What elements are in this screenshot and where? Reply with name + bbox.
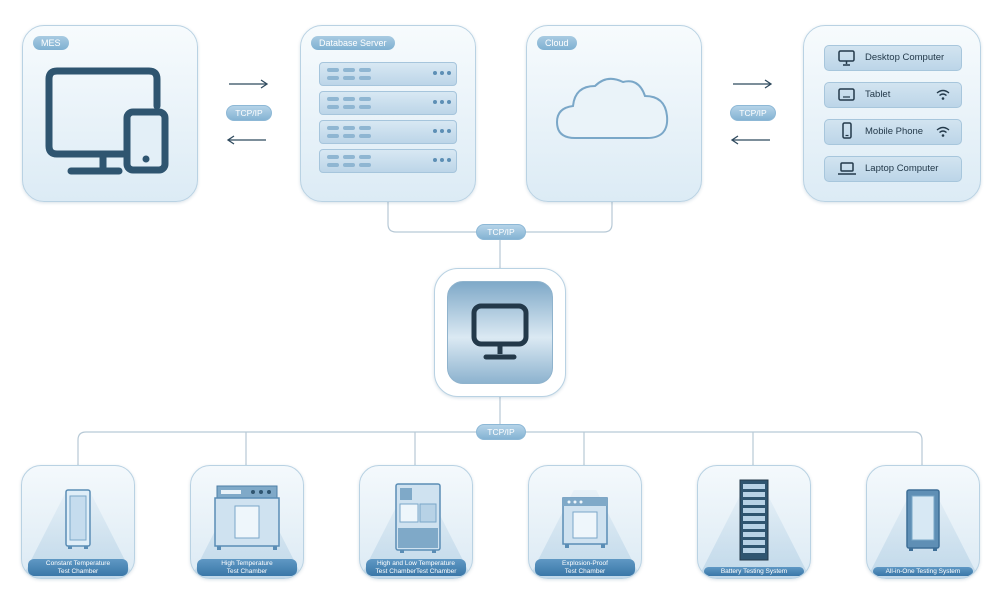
equipment-label-line1: Explosion-Proof: [562, 560, 608, 567]
equipment-label-line1: Constant Temperature: [45, 560, 111, 567]
equipment-label-line2: Test ChamberTest Chamber: [375, 567, 457, 575]
device-laptop-computer: Laptop Computer: [824, 156, 962, 182]
equipment-label-line2: Test Chamber: [226, 567, 268, 575]
central-node: [434, 268, 566, 397]
protocol-pill-right: TCP/IP: [730, 105, 776, 121]
monitor-icon: [471, 303, 529, 360]
equipment-label: Constant Temperature Test Chamber: [28, 559, 128, 576]
equipment-explosion-proof: Explosion-Proof Test Chamber: [528, 465, 642, 579]
equipment-label-line1: All-in-One Testing System: [885, 567, 961, 575]
wifi-icon: [936, 89, 950, 100]
device-tablet: Tablet: [824, 82, 962, 108]
tablet-icon: [838, 88, 855, 101]
desktop-with-tablet-icon: [45, 67, 169, 175]
device-label: Desktop Computer: [865, 52, 945, 63]
equipment-label: Explosion-Proof Test Chamber: [535, 559, 635, 576]
equipment-label: Battery Testing System: [704, 566, 804, 576]
equipment-label-line1: High and Low Temperature: [377, 560, 455, 567]
mobile-phone-icon: [842, 122, 852, 139]
desktop-icon: [838, 50, 855, 66]
equipment-high-temperature: High Temperature Test Chamber: [190, 465, 304, 579]
server-rack-row: [319, 149, 457, 173]
mes-title: MES: [33, 36, 69, 50]
tall-chamber-icon: [65, 489, 91, 549]
equipment-high-low-temperature: High and Low Temperature Test ChamberTes…: [359, 465, 473, 579]
client-devices-card: Desktop Computer Tablet Mobile Phone: [803, 25, 981, 202]
device-label: Tablet: [865, 89, 891, 100]
protocol-pill-lower: TCP/IP: [476, 424, 526, 440]
device-label: Mobile Phone: [865, 126, 924, 137]
battery-rack-icon: [739, 479, 769, 561]
equipment-label: High Temperature Test Chamber: [197, 559, 297, 576]
cloud-title: Cloud: [537, 36, 577, 50]
cloud-icon: [555, 77, 669, 139]
cloud-card: Cloud: [526, 25, 702, 202]
device-label: Laptop Computer: [865, 163, 939, 174]
database-server-title: Database Server: [311, 36, 395, 50]
database-server-card: Database Server: [300, 25, 476, 202]
protocol-pill-upper: TCP/IP: [476, 224, 526, 240]
protocol-pill-left: TCP/IP: [226, 105, 272, 121]
server-rack-row: [319, 91, 457, 115]
mes-card: MES: [22, 25, 198, 202]
equipment-constant-temperature: Constant Temperature Test Chamber: [21, 465, 135, 579]
equipment-label-line1: Battery Testing System: [720, 567, 788, 575]
equipment-label: All-in-One Testing System: [873, 566, 973, 576]
cabinet-chamber-icon: [395, 483, 441, 553]
equipment-all-in-one: All-in-One Testing System: [866, 465, 980, 579]
device-mobile-phone: Mobile Phone: [824, 119, 962, 145]
laptop-icon: [838, 162, 856, 175]
device-desktop-computer: Desktop Computer: [824, 45, 962, 71]
box-chamber-icon: [562, 497, 608, 548]
equipment-battery-testing: Battery Testing System: [697, 465, 811, 579]
server-rack-icon: [327, 68, 451, 167]
equipment-label-line2: Test Chamber: [57, 567, 99, 575]
wifi-icon: [936, 126, 950, 137]
equipment-label: High and Low Temperature Test ChamberTes…: [366, 559, 466, 576]
equipment-label-line1: High Temperature: [221, 560, 273, 567]
all-in-one-icon: [906, 489, 940, 551]
equipment-label-line2: Test Chamber: [564, 567, 606, 575]
oven-chamber-icon: [214, 485, 280, 550]
